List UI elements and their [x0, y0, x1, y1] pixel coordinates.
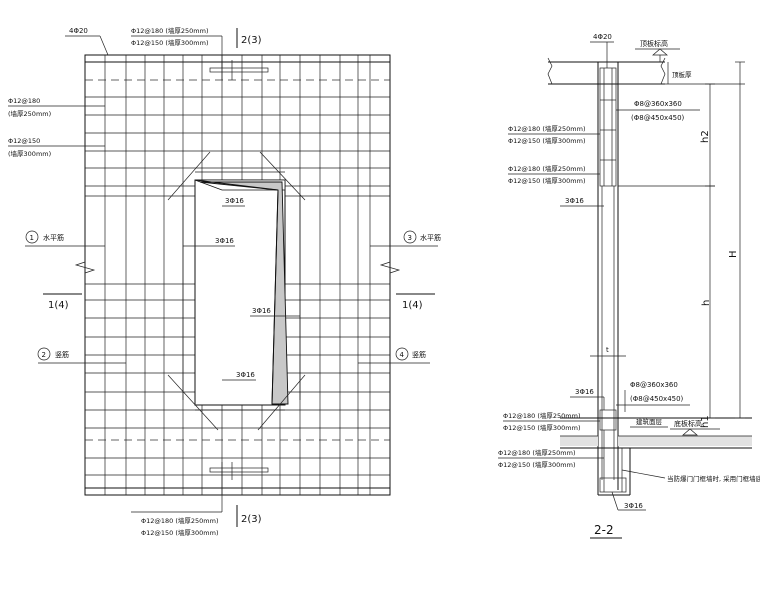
right-tie-c: Φ8@360x360: [630, 381, 678, 389]
right-tie-a: Φ8@360x360: [634, 100, 682, 108]
marker-3-label: 水平筋: [420, 233, 441, 242]
right-callout-b-2: Φ12@150 (墙厚300mm): [508, 176, 586, 185]
marker-3-circle: [403, 230, 417, 244]
left-top-bar-label: 4Φ20: [69, 27, 88, 35]
marker-4-circle: [395, 347, 409, 361]
right-building-floor: 建筑面层: [636, 417, 663, 426]
left-bottom-callout-2: Φ12@150 (墙厚300mm): [141, 528, 219, 537]
marker-1-label: 水平筋: [43, 233, 64, 242]
left-bar-lower: 3Φ16: [236, 371, 255, 379]
right-callout-d-1: Φ12@180 (墙厚250mm): [498, 448, 576, 457]
marker-1: 1: [30, 234, 34, 242]
left-section-left: 1(4): [48, 300, 69, 311]
right-tie-b: (Φ8@450x450): [631, 114, 685, 122]
left-top-callout-line2: Φ12@150 (墙厚300mm): [131, 38, 209, 47]
right-tie-d: (Φ8@450x450): [630, 395, 684, 403]
right-bottom-level: 底板标高: [674, 419, 702, 428]
marker-4-label: 竖筋: [412, 350, 426, 359]
left-elevation: 4Φ20 Φ12@180 (墙厚250mm) Φ12@150 (墙厚300mm)…: [8, 26, 441, 537]
left-section-right: 1(4): [402, 300, 423, 311]
marker-3: 3: [408, 234, 412, 242]
right-callout-c-2: Φ12@150 (墙厚300mm): [503, 423, 581, 432]
right-dim-h: h: [701, 300, 712, 306]
right-callout-b-1: Φ12@180 (墙厚250mm): [508, 164, 586, 173]
right-dim-h2: h2: [700, 130, 711, 143]
right-callout-a-2: Φ12@150 (墙厚300mm): [508, 136, 586, 145]
right-floor-thickness: 顶板厚: [672, 70, 692, 79]
marker-4: 4: [400, 351, 405, 359]
marker-2: 2: [42, 351, 46, 359]
marker-2-circle: [37, 347, 51, 361]
right-dim-H: H: [728, 250, 739, 258]
right-bar-a: 3Φ16: [565, 197, 584, 205]
right-bar-c: 3Φ16: [624, 502, 643, 510]
right-top-bar-label: 4Φ20: [593, 33, 612, 41]
left-bar-upper: 3Φ16: [225, 197, 244, 205]
right-section: 4Φ20 顶板标高 顶板厚 Φ8@360x360 (Φ8@450x450) Φ1…: [498, 33, 760, 539]
marker-1-circle: [25, 230, 39, 244]
right-callout-a-1: Φ12@180 (墙厚250mm): [508, 124, 586, 133]
marker-2-label: 竖筋: [55, 350, 69, 359]
right-dim-h1: h1: [700, 415, 711, 428]
right-dim-t: t: [606, 346, 609, 354]
right-callout-d-2: Φ12@150 (墙厚300mm): [498, 460, 576, 469]
left-callout-a-1: Φ12@180: [8, 97, 40, 105]
left-section-top: 2(3): [241, 35, 262, 46]
right-callout-c-1: Φ12@180 (墙厚250mm): [503, 411, 581, 420]
right-section-label: 2-2: [594, 523, 614, 537]
left-bar-mid-left: 3Φ16: [215, 237, 234, 245]
right-note: 当防爆门门框墙时, 采用门框墙底板构造: [667, 474, 760, 483]
right-roof-level: 顶板标高: [640, 39, 668, 48]
left-section-bottom: 2(3): [241, 514, 262, 525]
left-bottom-callout-1: Φ12@180 (墙厚250mm): [141, 516, 219, 525]
left-bar-mid-right: 3Φ16: [252, 307, 271, 315]
left-callout-a-2: (墙厚250mm): [8, 109, 51, 118]
right-bar-b: 3Φ16: [575, 388, 594, 396]
left-callout-b-2: (墙厚300mm): [8, 149, 51, 158]
left-top-callout-line1: Φ12@180 (墙厚250mm): [131, 26, 209, 35]
left-callout-b-1: Φ12@150: [8, 137, 40, 145]
